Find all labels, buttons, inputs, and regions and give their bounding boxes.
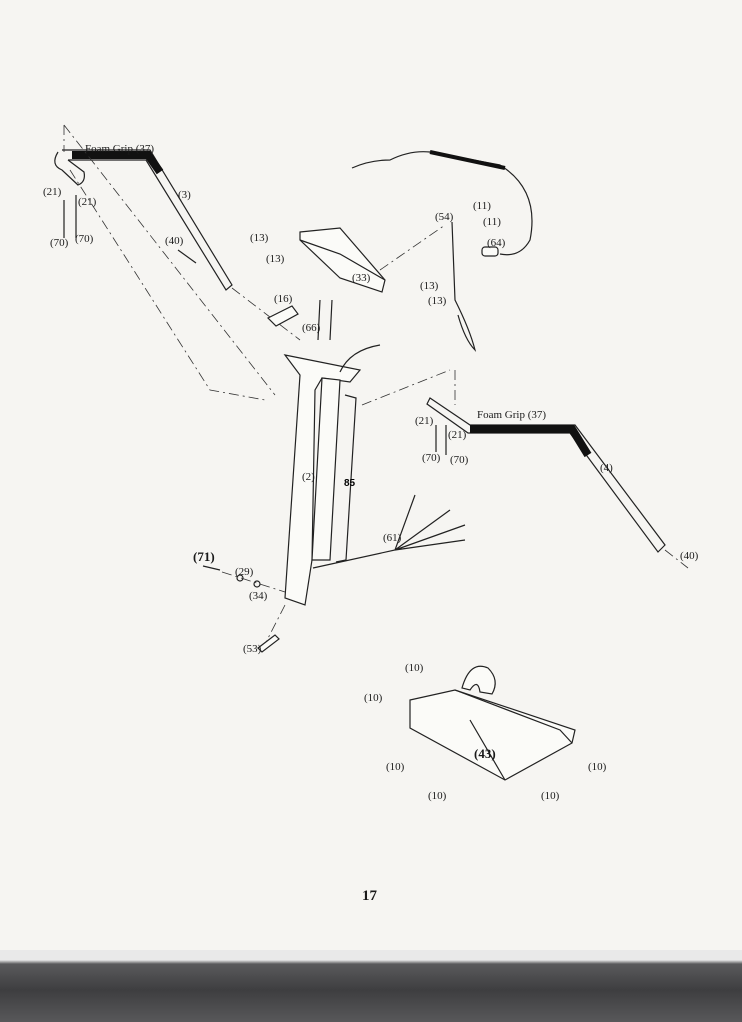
clip-part-64 — [481, 246, 499, 257]
right-handle-part-4 — [426, 397, 689, 569]
label-part-3: (3) — [178, 189, 191, 201]
bracket-part-16 — [266, 305, 299, 327]
label-part-21: (21) — [448, 429, 467, 441]
washer-part-29 — [236, 574, 244, 582]
label-part-10: (10) — [386, 761, 405, 773]
pin-part-53 — [257, 634, 280, 653]
label-part-53: (53) — [243, 643, 262, 655]
label-part-33: (33) — [352, 272, 371, 284]
label-part-70: (70) — [75, 233, 94, 245]
label-part-21: (21) — [43, 186, 62, 198]
stem-part-2 — [261, 354, 456, 651]
label-part-4: (4) — [600, 462, 613, 474]
label-part-54: (54) — [435, 211, 454, 223]
label-part-13: (13) — [420, 280, 439, 292]
label-part-13: (13) — [250, 232, 269, 244]
base-part-43 — [409, 665, 576, 781]
label-part-29: (29) — [235, 566, 254, 578]
label-part-85: 85 — [344, 478, 356, 489]
label-part-10: (10) — [364, 692, 383, 704]
label-part-70: (70) — [50, 237, 69, 249]
label-part-2: (2) — [302, 471, 315, 483]
label-part-11: (11) — [483, 216, 501, 228]
label-part-34: (34) — [249, 590, 268, 602]
label-part-13: (13) — [428, 295, 447, 307]
label-part-10: (10) — [405, 662, 424, 674]
nut-part-34 — [253, 580, 261, 588]
scanner-background — [0, 950, 742, 1022]
label-part-40: (40) — [680, 550, 699, 562]
label-part-10: (10) — [541, 790, 560, 802]
label-part-43: (43) — [474, 746, 496, 761]
page-number: 17 — [362, 888, 378, 904]
label-foam-grip-right: Foam Grip (37) — [477, 409, 546, 421]
label-part-40: (40) — [165, 235, 184, 247]
label-part-10: (10) — [428, 790, 447, 802]
bolt-40-left — [177, 249, 197, 264]
wire-harness-61 — [312, 494, 466, 569]
label-part-64: (64) — [487, 237, 506, 249]
label-part-11: (11) — [473, 200, 491, 212]
label-part-10: (10) — [588, 761, 607, 773]
label-part-21: (21) — [78, 196, 97, 208]
label-part-71: (71) — [193, 549, 215, 564]
bolt-part-71 — [202, 565, 221, 571]
pad-part-33 — [299, 224, 446, 293]
label-part-61: (61) — [383, 532, 402, 544]
label-part-70: (70) — [450, 454, 469, 466]
label-part-16: (16) — [274, 293, 293, 305]
exploded-parts-diagram: Foam Grip (37) (3) (21) (21) (70) (70) (… — [43, 124, 699, 904]
label-foam-grip-left: Foam Grip (37) — [85, 143, 154, 155]
label-part-70: (70) — [422, 452, 441, 464]
label-part-21: (21) — [415, 415, 434, 427]
label-part-13: (13) — [266, 253, 285, 265]
left-handle-part-3 — [54, 124, 301, 401]
label-part-66: (66) — [302, 322, 321, 334]
